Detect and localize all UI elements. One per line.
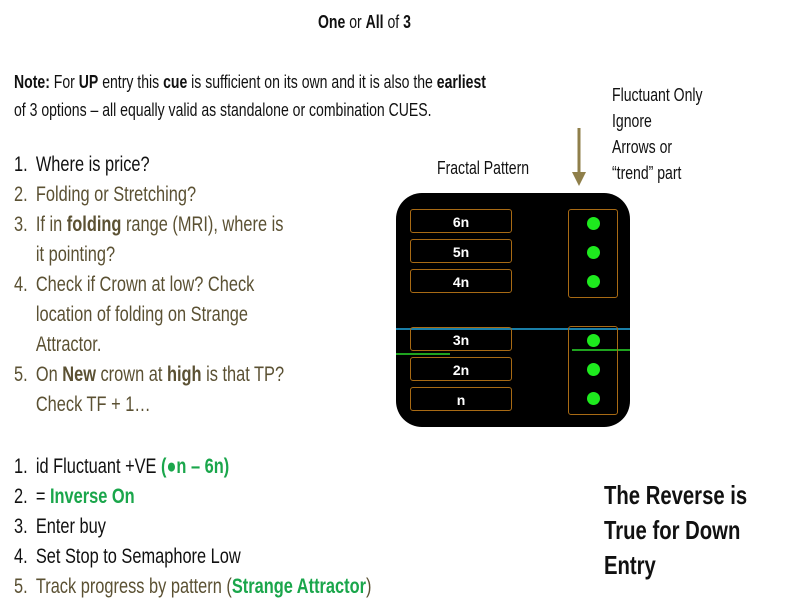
green-dot-icon xyxy=(586,275,600,288)
green-dot-icon xyxy=(586,246,600,259)
steps-list: 1.Where is price? 2.Folding or Stretchin… xyxy=(14,150,360,420)
fractal-pattern-diagram: 6n 5n 4n 3n 2n n xyxy=(396,193,630,427)
list-item: 2.Folding or Stretching? xyxy=(14,183,197,206)
fractal-cell: 2n xyxy=(410,357,512,381)
upper-dots-group xyxy=(568,209,618,298)
note-text: Note: For UP entry this cue is sufficien… xyxy=(14,72,486,120)
fractal-cell: 4n xyxy=(410,269,512,293)
fractal-cell: n xyxy=(410,387,512,411)
fractal-cell: 5n xyxy=(410,239,512,263)
list-item: 4.Set Stop to Semaphore Low xyxy=(14,545,241,568)
list-item: 5.On New crown at high is that TP?Check … xyxy=(14,363,285,416)
green-dot-icon xyxy=(586,363,600,376)
lower-dots-group xyxy=(568,326,618,415)
list-item: 2.= Inverse On xyxy=(14,485,135,508)
down-arrow-icon xyxy=(572,128,586,186)
fractal-cell: 3n xyxy=(410,327,512,351)
green-dot-icon xyxy=(586,217,600,230)
page-title: One or All of 3 xyxy=(318,12,411,32)
green-dot-icon xyxy=(586,334,600,347)
list-item: 3.Enter buy xyxy=(14,515,106,538)
list-item: 1.Where is price? xyxy=(14,153,150,176)
fractal-cell: 6n xyxy=(410,209,512,233)
list-item: 5.Track progress by pattern (Strange Att… xyxy=(14,575,372,598)
entry-steps-list: 1.id Fluctuant +VE (●n – 6n) 2.= Inverse… xyxy=(14,452,472,602)
list-item: 1.id Fluctuant +VE (●n – 6n) xyxy=(14,455,230,478)
fractal-label: Fractal Pattern xyxy=(437,158,530,178)
green-dot-icon xyxy=(586,392,600,405)
